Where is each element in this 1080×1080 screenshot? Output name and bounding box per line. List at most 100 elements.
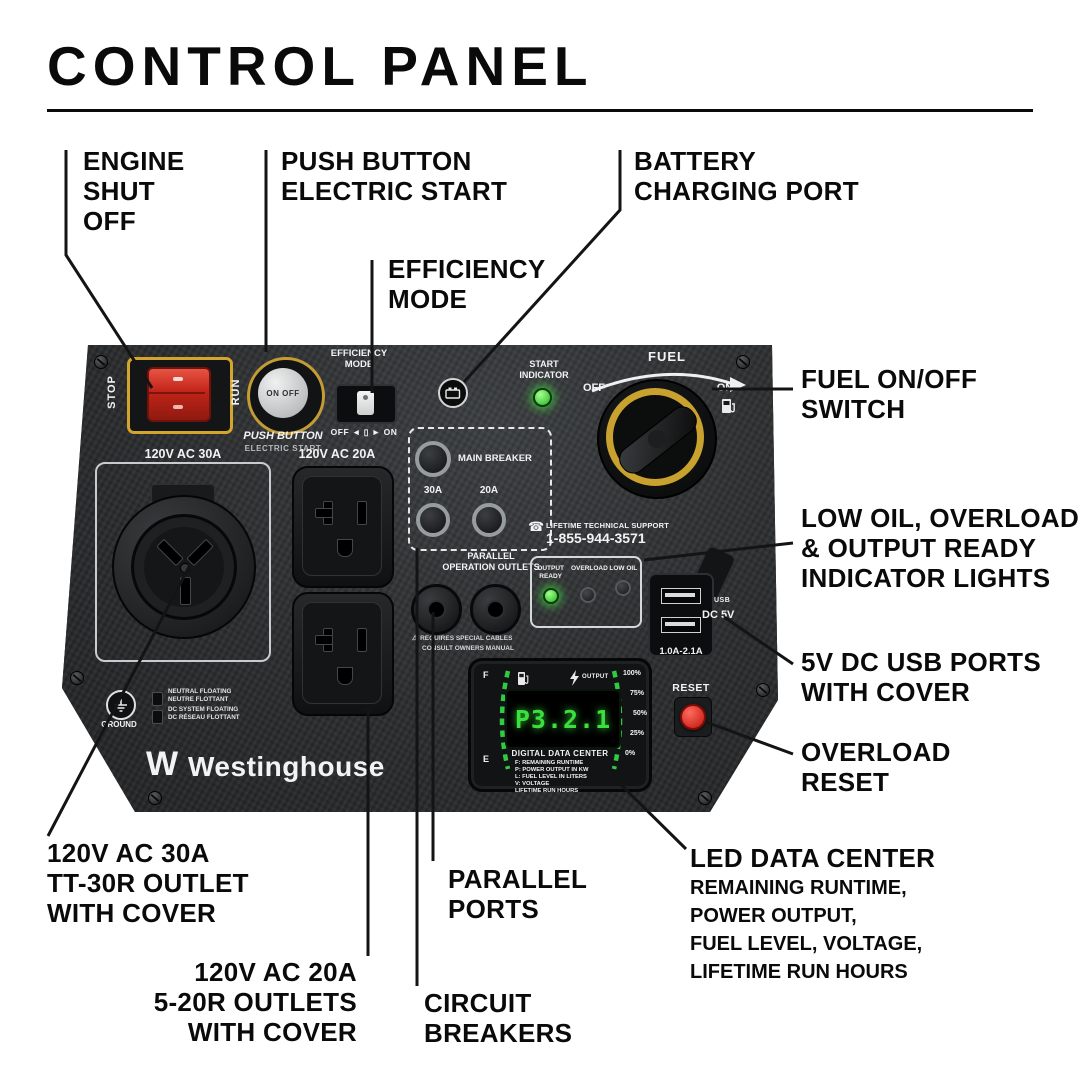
- fuel-empty-label: E: [483, 754, 490, 764]
- parallel-warning: ⚠ REQUIRES SPECIAL CABLES CONSULT OWNERS…: [412, 635, 514, 652]
- breaker-button-20a: [472, 503, 506, 537]
- digital-display-screen: P3.2.1: [505, 689, 621, 749]
- title-underline: [47, 109, 1033, 112]
- display-legend: F: REMAINING RUNTIME P: POWER OUTPUT IN …: [515, 760, 589, 794]
- parallel-outlets-label: PARALLEL OPERATION OUTLETS: [442, 551, 540, 573]
- breaker-30a-label: 30A: [423, 485, 443, 496]
- parallel-port-1: [411, 584, 462, 635]
- fuel-pump-icon: [722, 399, 735, 413]
- callout-overload-reset: OVERLOAD RESET: [801, 737, 951, 798]
- outlet-20a-top: [292, 466, 394, 588]
- callout-20a-outlets: 120V AC 20A 5-20R OUTLETS WITH COVER: [153, 957, 357, 1048]
- dc-floating-note: DC SYSTEM FLOATING DC RÉSEAU FLOTTANT: [168, 706, 240, 722]
- warning-icon: ⚠: [412, 635, 419, 642]
- efficiency-mode-switch: [335, 384, 397, 424]
- electric-start-caption: ELECTRIC START: [244, 444, 322, 453]
- usb-marking: USB: [714, 597, 731, 604]
- start-indicator-label: START INDICATOR: [519, 359, 569, 380]
- scale-100: 100%: [623, 670, 641, 677]
- fuel-pump-small-icon: [518, 672, 529, 685]
- lightning-icon: [570, 670, 579, 686]
- output-ready-label: OUTPUT READY: [537, 565, 565, 581]
- low-oil-label: LOW OIL: [609, 565, 638, 572]
- reset-button-base: [674, 697, 712, 737]
- callout-usb-ports: 5V DC USB PORTS WITH COVER: [801, 647, 1041, 708]
- neutral-floating-note: NEUTRAL FLOATING NEUTRE FLOTTANT: [168, 688, 232, 704]
- overload-led: [579, 587, 596, 604]
- outlet-20a-bottom: [292, 592, 394, 716]
- digital-data-center-label: DIGITAL DATA CENTER: [511, 749, 609, 758]
- battery-icon: [445, 387, 461, 399]
- screw-icon: [736, 355, 750, 369]
- engine-stop-switch: [127, 357, 233, 434]
- output-small-label: OUTPUT: [582, 674, 609, 680]
- dc-floating-terminal: [152, 710, 163, 724]
- usb-port-2: [661, 617, 701, 633]
- ground-label: GROUND: [101, 720, 137, 729]
- callout-circuit-breakers: CIRCUIT BREAKERS: [424, 988, 573, 1049]
- efficiency-rocker: [357, 391, 374, 415]
- callout-parallel-ports: PARALLEL PORTS: [448, 864, 588, 925]
- stop-label: STOP: [106, 375, 118, 409]
- efficiency-mode-panel-label: EFFICIENCY MODE: [330, 348, 388, 371]
- scale-50: 50%: [633, 710, 648, 717]
- efficiency-off-on-label: OFF ◄ ▯ ► ON: [330, 427, 398, 437]
- start-button-label: ON OFF: [266, 388, 300, 398]
- electric-start-button: ON OFF: [247, 357, 325, 435]
- phone-icon: ☎: [528, 519, 545, 534]
- dc-5v-label: DC 5V: [702, 609, 735, 621]
- usb-housing: [648, 573, 714, 657]
- outlet-slot: [156, 538, 184, 567]
- breaker-20a-label: 20A: [479, 485, 499, 496]
- generator-control-panel: STOP RUN ON OFF PUSH BUTTON ELECTRIC STA…: [62, 345, 778, 812]
- fuel-on-label: ON: [716, 382, 734, 394]
- main-breaker-box: [408, 427, 552, 551]
- reset-panel-label: RESET: [672, 682, 710, 694]
- callout-engine-shut-off: ENGINE SHUT OFF: [83, 146, 185, 237]
- main-breaker-button: [415, 441, 451, 477]
- fuel-gauge-arc-icon: [499, 670, 511, 770]
- callout-efficiency-mode: EFFICIENCY MODE: [388, 254, 546, 315]
- page-title: CONTROL PANEL: [47, 35, 594, 97]
- fuel-panel-label: FUEL: [648, 349, 686, 364]
- scale-25: 25%: [630, 730, 645, 737]
- fuel-full-label: F: [483, 670, 489, 680]
- fuel-knob: [597, 379, 717, 499]
- screw-icon: [148, 791, 162, 805]
- parallel-port-2: [470, 584, 521, 635]
- ac20-panel-label: 120V AC 20A: [298, 447, 376, 461]
- screw-icon: [70, 671, 84, 685]
- screw-icon: [756, 683, 770, 697]
- ac30-panel-label: 120V AC 30A: [144, 447, 222, 461]
- low-oil-led: [615, 580, 632, 597]
- output-ready-led: [542, 588, 559, 605]
- callout-led-data-center: LED DATA CENTER: [690, 843, 936, 873]
- usb-amps-label: 1.0A-2.1A: [659, 646, 703, 657]
- tt30r-outlet: [112, 495, 256, 639]
- westinghouse-logo-icon: W: [146, 745, 179, 783]
- run-label: RUN: [230, 378, 242, 406]
- callout-battery-charging-port: BATTERY CHARGING PORT: [634, 146, 859, 207]
- screw-icon: [698, 791, 712, 805]
- start-indicator-led: [533, 388, 552, 407]
- rocker-switch: [147, 367, 211, 422]
- callout-push-button-start: PUSH BUTTON ELECTRIC START: [281, 146, 508, 207]
- led-data-center: F E OUTPUT 100% 75% 50% 25% 0% P3: [468, 658, 652, 794]
- outlet-screw: [180, 563, 190, 573]
- indicator-lights-box: OUTPUT READY OVERLOAD LOW OIL: [530, 556, 642, 628]
- overload-label: OVERLOAD: [570, 565, 608, 572]
- callout-led-data-center-details: REMAINING RUNTIME, POWER OUTPUT, FUEL LE…: [690, 877, 923, 983]
- callout-30a-outlet: 120V AC 30A TT-30R OUTLET WITH COVER: [47, 838, 249, 929]
- duplex-outlets: [292, 466, 394, 716]
- scale-75: 75%: [630, 690, 645, 697]
- outlet-slot: [186, 538, 214, 567]
- main-breaker-label: MAIN BREAKER: [458, 453, 532, 464]
- battery-charging-port: [438, 378, 468, 408]
- brand-wordmark: Westinghouse: [188, 751, 385, 782]
- outlet-slot: [180, 577, 191, 605]
- breaker-button-30a: [416, 503, 450, 537]
- support-label: LIFETIME TECHNICAL SUPPORT: [546, 521, 669, 530]
- ground-icon: [115, 698, 127, 712]
- ground-terminal: [106, 690, 136, 720]
